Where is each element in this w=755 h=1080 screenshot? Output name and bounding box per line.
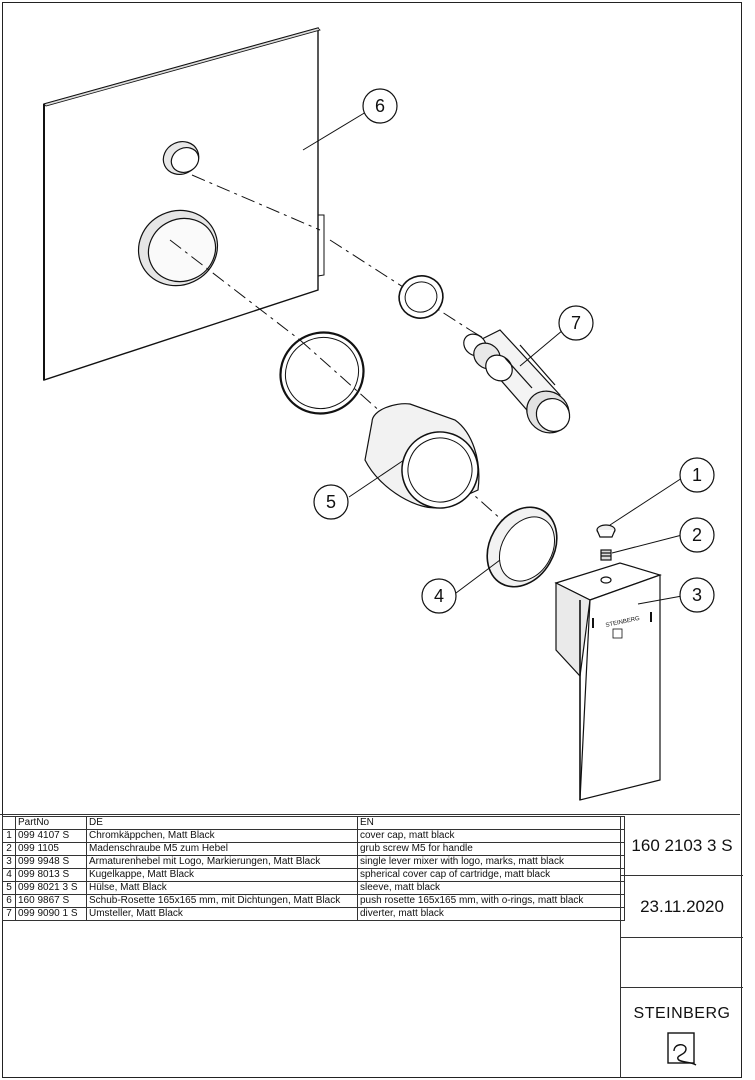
callout-5: 5: [313, 484, 349, 520]
callout-4: 4: [421, 578, 457, 614]
row-partno: 099 8013 S: [15, 868, 87, 882]
row-pos: 4: [2, 868, 16, 882]
header-pos: [2, 816, 16, 830]
callout-1: 1: [679, 457, 715, 493]
table-row: 7 099 9090 1 S Umsteller, Matt Black div…: [2, 907, 625, 921]
table-row: 2 099 1105 Madenschraube M5 zum Hebel gr…: [2, 842, 625, 856]
row-pos: 5: [2, 881, 16, 895]
svg-text:6: 6: [375, 96, 385, 116]
row-partno: 099 4107 S: [15, 829, 87, 843]
svg-text:1: 1: [692, 465, 702, 485]
spherical-cover-cap: [486, 506, 558, 588]
push-rosette-plate: [43, 27, 325, 381]
row-pos: 3: [2, 855, 16, 869]
title-block-blank-cell: [621, 938, 743, 988]
callout-6: 6: [362, 88, 398, 124]
leader-lines: [302, 111, 683, 605]
row-de: Madenschraube M5 zum Hebel: [86, 842, 358, 856]
callout-2: 2: [679, 517, 715, 553]
row-pos: 1: [2, 829, 16, 843]
brand-cell: STEINBERG: [621, 988, 743, 1078]
row-de: Umsteller, Matt Black: [86, 907, 358, 921]
header-partno: PartNo: [15, 816, 87, 830]
callout-7: 7: [558, 305, 594, 341]
row-en: spherical cover cap of cartridge, matt b…: [357, 868, 625, 882]
table-separator: [0, 814, 740, 815]
header-en: EN: [357, 816, 625, 830]
row-en: push rosette 165x165 mm, with o-rings, m…: [357, 894, 625, 908]
brand-name: STEINBERG: [633, 1005, 731, 1022]
svg-text:2: 2: [692, 525, 702, 545]
row-pos: 6: [2, 894, 16, 908]
callout-3: 3: [679, 577, 715, 613]
table-row: 5 099 8021 3 S Hülse, Matt Black sleeve,…: [2, 881, 625, 895]
parts-table: PartNo DE EN 1 099 4107 S Chromkäppchen,…: [2, 816, 625, 921]
parts-table-header: PartNo DE EN: [2, 816, 625, 830]
drawing-sheet: [2, 2, 742, 1078]
article-number: 160 2103 3 S: [621, 816, 743, 876]
svg-text:7: 7: [571, 313, 581, 333]
sleeve: [364, 403, 480, 509]
row-pos: 2: [2, 842, 16, 856]
row-de: Armaturenhebel mit Logo, Markierungen, M…: [86, 855, 358, 869]
row-en: diverter, matt black: [357, 907, 625, 921]
title-block: 160 2103 3 S 23.11.2020 STEINBERG: [620, 816, 743, 1078]
header-de: DE: [86, 816, 358, 830]
row-en: single lever mixer with logo, marks, mat…: [357, 855, 625, 869]
row-partno: 099 1105: [15, 842, 87, 856]
row-partno: 160 9867 S: [15, 894, 87, 908]
row-de: Kugelkappe, Matt Black: [86, 868, 358, 882]
row-partno: 099 9090 1 S: [15, 907, 87, 921]
table-row: 4 099 8013 S Kugelkappe, Matt Black sphe…: [2, 868, 625, 882]
drawing-date: 23.11.2020: [621, 876, 743, 938]
row-pos: 7: [2, 907, 16, 921]
svg-text:5: 5: [326, 492, 336, 512]
table-row: 3 099 9948 S Armaturenhebel mit Logo, Ma…: [2, 855, 625, 869]
row-de: Chromkäppchen, Matt Black: [86, 829, 358, 843]
lever-handle: STEINBERG: [554, 562, 662, 801]
diverter-cartridge: [463, 329, 571, 434]
cover-cap: [596, 524, 616, 538]
row-de: Hülse, Matt Black: [86, 881, 358, 895]
row-partno: 099 9948 S: [15, 855, 87, 869]
o-ring: [279, 331, 365, 415]
brand-logo-icon: [667, 1032, 697, 1066]
row-en: sleeve, matt black: [357, 881, 625, 895]
exploded-view-drawing: STEINBERG 6 7 1 2 3 5 4: [43, 27, 715, 801]
svg-text:3: 3: [692, 585, 702, 605]
table-row: 1 099 4107 S Chromkäppchen, Matt Black c…: [2, 829, 625, 843]
row-de: Schub-Rosette 165x165 mm, mit Dichtungen…: [86, 894, 358, 908]
table-row: 6 160 9867 S Schub-Rosette 165x165 mm, m…: [2, 894, 625, 908]
row-en: cover cap, matt black: [357, 829, 625, 843]
diverter-ring: [398, 275, 444, 319]
row-en: grub screw M5 for handle: [357, 842, 625, 856]
svg-text:4: 4: [434, 586, 444, 606]
row-partno: 099 8021 3 S: [15, 881, 87, 895]
